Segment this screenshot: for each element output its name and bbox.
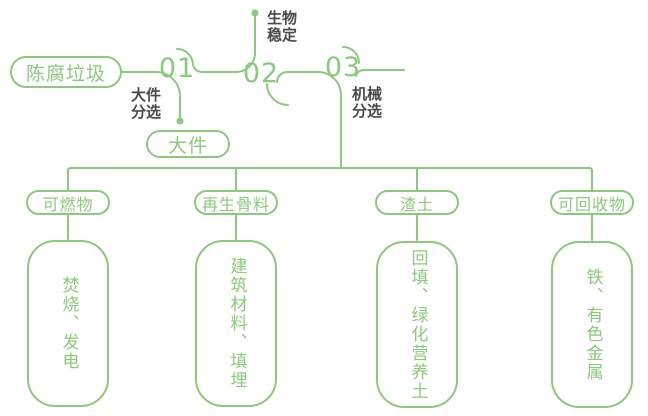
box-aggregate-use-text: 建筑材料、填埋	[226, 257, 247, 390]
stage-number-02: 02	[242, 58, 280, 89]
box-recyclable-use-text: 铁、有色金属	[582, 267, 603, 382]
node-large-item: 大件	[146, 130, 230, 158]
box-combustible-use-text: 焚烧、发电	[58, 276, 79, 371]
box-slag-use-text: 回填、绿化营养土	[407, 248, 428, 401]
node-recycled-aggregate-label: 再生骨料	[201, 194, 270, 214]
node-recycled-aggregate: 再生骨料	[194, 190, 278, 215]
line-02-to-03-and-riser	[276, 71, 342, 169]
stage-label-mechanical-sorting: 机械分选	[352, 85, 383, 120]
node-recyclable-label: 可回收物	[557, 194, 626, 214]
stage-label-bulk-sorting: 大件分选	[131, 86, 162, 121]
box-recyclable-use: 铁、有色金属	[551, 241, 633, 408]
node-combustible: 可燃物	[26, 190, 110, 215]
box-slag-use: 回填、绿化营养土	[376, 241, 458, 408]
node-combustible-label: 可燃物	[42, 194, 94, 214]
stage-number-03: 03	[324, 52, 362, 83]
node-recyclable: 可回收物	[550, 190, 634, 215]
dot-large-item	[176, 117, 184, 125]
arc-01-and-line-to-02	[176, 16, 256, 73]
node-large-item-label: 大件	[167, 134, 208, 157]
distribution-bar	[67, 167, 593, 191]
line-source-to-01-and-drop	[121, 71, 181, 118]
node-source: 陈腐垃圾	[10, 56, 122, 88]
box-combustible-use: 焚烧、发电	[27, 240, 109, 407]
node-source-label: 陈腐垃圾	[25, 62, 106, 85]
node-slag-soil-label: 渣土	[399, 194, 434, 214]
stage-number-01: 01	[158, 53, 196, 84]
arc-under-02	[266, 83, 289, 106]
dot-bio-stable	[251, 9, 259, 17]
arc-03	[342, 46, 360, 64]
node-slag-soil: 渣土	[375, 190, 459, 215]
stage-label-bio-stabilization: 生物稳定	[267, 9, 298, 44]
box-aggregate-use: 建筑材料、填埋	[195, 240, 277, 407]
line-03-exit	[355, 69, 405, 77]
